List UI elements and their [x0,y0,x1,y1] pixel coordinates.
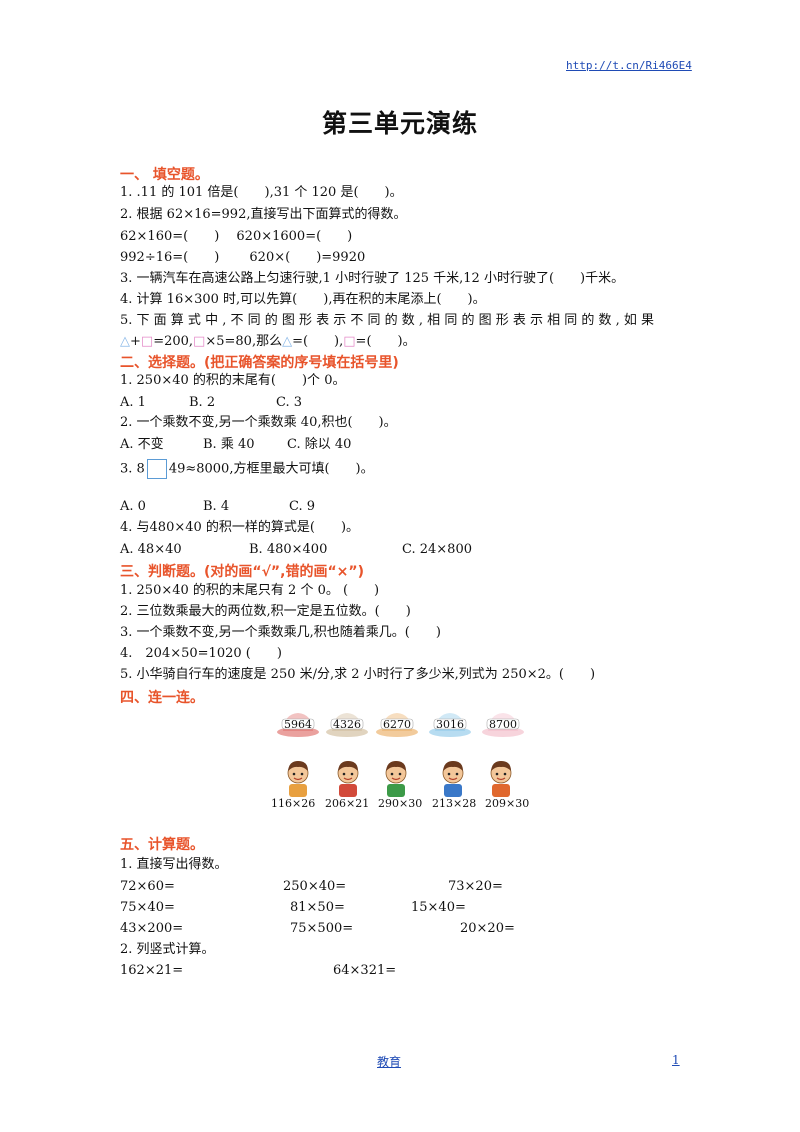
child-icon [381,757,411,797]
hat-number: 5964 [284,718,312,731]
hat-number: 8700 [489,718,517,731]
s2-q3-opt-c: C. 9 [289,499,316,514]
s5-sub2: 2. 列竖式计算。 [120,942,215,957]
child-expression: 206×21 [325,797,370,810]
hat-number: 4326 [333,718,361,731]
s2-q1-opt-a: A. 1 [120,395,146,410]
s2-q3-opt-b: B. 4 [203,499,230,514]
q5b-text-5: =( )。 [355,334,416,349]
hat-icon: 6270 [375,708,419,738]
s1-q1: 1. .11 的 101 倍是( ),31 个 120 是( )。 [120,185,403,200]
section-1-heading: 一、 填空题。 [120,167,209,183]
s2-q4: 4. 与480×40 的积一样的算式是( )。 [120,520,360,535]
footer-link[interactable]: 教育 [377,1055,402,1069]
s2-q4-opt-c: C. 24×800 [402,542,472,557]
section-3-heading: 三、判断题。(对的画“√”,错的画“×”) [120,564,364,580]
child-icon [438,757,468,797]
triangle-symbol: △ [282,334,293,349]
hat-icon: 8700 [481,708,525,738]
s3-item: 2. 三位数乘最大的两位数,积一定是五位数。( ) [120,604,411,619]
calc-item: 75×40= [120,900,175,915]
child-icon [333,757,363,797]
s2-q3: 3. 8 49≈8000,方框里最大可填( )。 [120,459,374,479]
section-5-heading: 五、计算题。 [120,837,204,853]
calc-item: 73×20= [448,879,503,894]
s2-q2-opt-b: B. 乘 40 [203,437,255,452]
q5b-text-1: + [130,334,141,349]
s1-q3: 3. 一辆汽车在高速公路上匀速行驶,1 小时行驶了 125 千米,12 小时行驶… [120,271,625,286]
section-4-heading: 四、连一连。 [120,690,204,706]
s3-item: 1. 250×40 的积的末尾只有 2 个 0。 ( ) [120,583,380,598]
page-title: 第三单元演练 [321,109,478,138]
calc-item: 72×60= [120,879,175,894]
s2-q2-opt-a: A. 不变 [120,437,164,452]
square-symbol: □ [193,334,206,349]
q3-prefix: 3. 8 [120,461,145,477]
s2-q4-opt-a: A. 48×40 [120,542,182,557]
q5b-text-3: ×5=80,那么 [205,334,283,349]
child-icon [486,757,516,797]
s1-q5a: 5. 下 面 算 式 中 , 不 同 的 图 形 表 示 不 同 的 数 , 相… [120,313,655,328]
s1-q2b: 992÷16=( ) 620×( )=9920 [120,250,366,265]
q5b-text-4: =( ), [292,334,344,349]
section-2-heading: 二、选择题。(把正确答案的序号填在括号里) [120,355,399,371]
hat-icon: 4326 [325,708,369,738]
child-expression: 116×26 [271,797,316,810]
s2-q1-opt-c: C. 3 [276,395,303,410]
s3-item: 3. 一个乘数不变,另一个乘数乘几,积也随着乘几。( ) [120,625,441,640]
s1-q4: 4. 计算 16×300 时,可以先算( ),再在积的末尾添上( )。 [120,292,486,307]
s2-q2: 2. 一个乘数不变,另一个乘数乘 40,积也( )。 [120,415,397,430]
header-link[interactable]: http://t.cn/Ri466E4 [566,59,692,72]
s1-q2a: 62×160=( ) 620×1600=( ) [120,229,353,244]
calc-item: 15×40= [411,900,466,915]
hat-number: 6270 [383,718,411,731]
hat-number: 3016 [436,718,464,731]
calc-item: 162×21= [120,963,184,978]
child-expression: 213×28 [432,797,477,810]
child-expression: 209×30 [485,797,530,810]
s3-item: 5. 小华骑自行车的速度是 250 米/分,求 2 小时行了多少米,列式为 25… [120,667,596,682]
s2-q1-opt-b: B. 2 [189,395,216,410]
child-icon [283,757,313,797]
calc-item: 250×40= [283,879,347,894]
calc-item: 43×200= [120,921,184,936]
child-expression: 290×30 [378,797,423,810]
s2-q1: 1. 250×40 的积的末尾有( )个 0。 [120,373,346,388]
hat-icon: 3016 [428,708,472,738]
triangle-symbol: △ [120,334,130,349]
s3-item: 4. 204×50=1020 ( ) [120,646,282,661]
calc-item: 81×50= [290,900,345,915]
square-symbol: □ [343,334,356,349]
s2-q4-opt-b: B. 480×400 [249,542,328,557]
s1-q5b: △+□=200,□×5=80,那么△=( ),□=( )。 [120,333,416,351]
calc-item: 20×20= [460,921,515,936]
hat-icon: 5964 [276,708,320,738]
page-number: 1 [672,1053,680,1067]
s1-q2: 2. 根据 62×16=992,直接写出下面算式的得数。 [120,207,407,222]
q3-suffix: 49≈8000,方框里最大可填( )。 [168,461,374,477]
q5b-text-2: =200, [153,334,194,349]
calc-item: 64×321= [333,963,397,978]
blank-box [146,459,167,479]
s5-sub1: 1. 直接写出得数。 [120,857,228,872]
square-symbol: □ [140,334,154,349]
s2-q3-opt-a: A. 0 [120,499,146,514]
calc-item: 75×500= [290,921,354,936]
s2-q2-opt-c: C. 除以 40 [287,437,352,452]
